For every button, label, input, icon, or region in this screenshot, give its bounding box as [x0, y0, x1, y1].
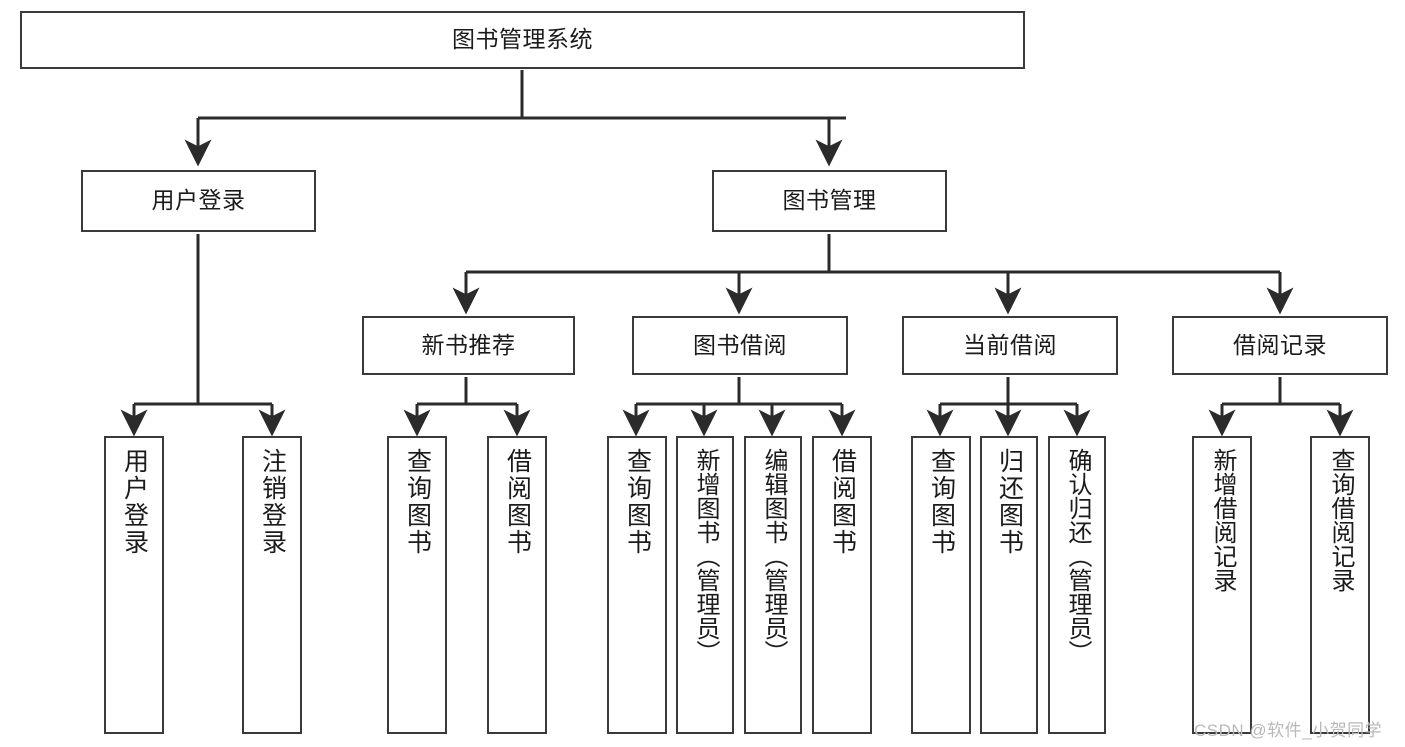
leaf-current-return-book[interactable]: 归还图书 — [980, 436, 1038, 734]
leaf-current-query-book[interactable]: 查询图书 — [911, 436, 971, 734]
node-label: 确认归还（管理员） — [1064, 448, 1091, 664]
node-book-management[interactable]: 图书管理 — [712, 170, 947, 232]
node-label: 图书管理系统 — [452, 26, 593, 53]
node-label: 图书管理 — [782, 187, 877, 214]
leaf-new-book-borrow[interactable]: 借阅图书 — [487, 436, 547, 734]
node-label: 编辑图书（管理员） — [760, 448, 787, 664]
leaf-borrow-edit-book[interactable]: 编辑图书（管理员） — [744, 436, 802, 734]
node-label: 用户登录 — [151, 187, 246, 214]
leaf-record-add[interactable]: 新增借阅记录 — [1192, 436, 1252, 734]
leaf-user-login-login[interactable]: 用户登录 — [104, 436, 164, 734]
node-label: 借阅记录 — [1233, 331, 1327, 358]
node-label: 借阅图书 — [503, 448, 532, 556]
leaf-borrow-add-book[interactable]: 新增图书（管理员） — [676, 436, 734, 734]
node-label: 借阅图书 — [828, 448, 857, 556]
node-label: 查询图书 — [403, 448, 432, 556]
leaf-record-query[interactable]: 查询借阅记录 — [1310, 436, 1370, 734]
node-new-book-recommend[interactable]: 新书推荐 — [362, 316, 575, 375]
node-label: 新增借阅记录 — [1209, 448, 1236, 592]
csdn-watermark: CSDN @软件_小贺同学 — [1194, 721, 1383, 740]
leaf-borrow-query-book[interactable]: 查询图书 — [607, 436, 667, 734]
leaf-current-confirm-return[interactable]: 确认归还（管理员） — [1048, 436, 1106, 734]
node-current-borrow[interactable]: 当前借阅 — [902, 316, 1118, 375]
node-label: 查询图书 — [927, 448, 956, 556]
node-label: 图书借阅 — [693, 331, 787, 358]
node-user-login[interactable]: 用户登录 — [81, 170, 316, 232]
node-borrow-record[interactable]: 借阅记录 — [1172, 316, 1388, 375]
node-label: 用户登录 — [120, 448, 149, 556]
node-label: 注销登录 — [258, 448, 287, 556]
node-label: 查询图书 — [623, 448, 652, 556]
leaf-user-login-logout[interactable]: 注销登录 — [242, 436, 302, 734]
node-root-system[interactable]: 图书管理系统 — [20, 11, 1025, 69]
leaf-new-book-query[interactable]: 查询图书 — [387, 436, 447, 734]
node-book-borrow[interactable]: 图书借阅 — [632, 316, 848, 375]
node-label: 归还图书 — [995, 448, 1024, 556]
node-label: 新书推荐 — [421, 331, 516, 358]
node-label: 当前借阅 — [963, 331, 1057, 358]
node-label: 新增图书（管理员） — [692, 448, 719, 664]
leaf-borrow-borrow-book[interactable]: 借阅图书 — [812, 436, 872, 734]
node-label: 查询借阅记录 — [1327, 448, 1354, 592]
